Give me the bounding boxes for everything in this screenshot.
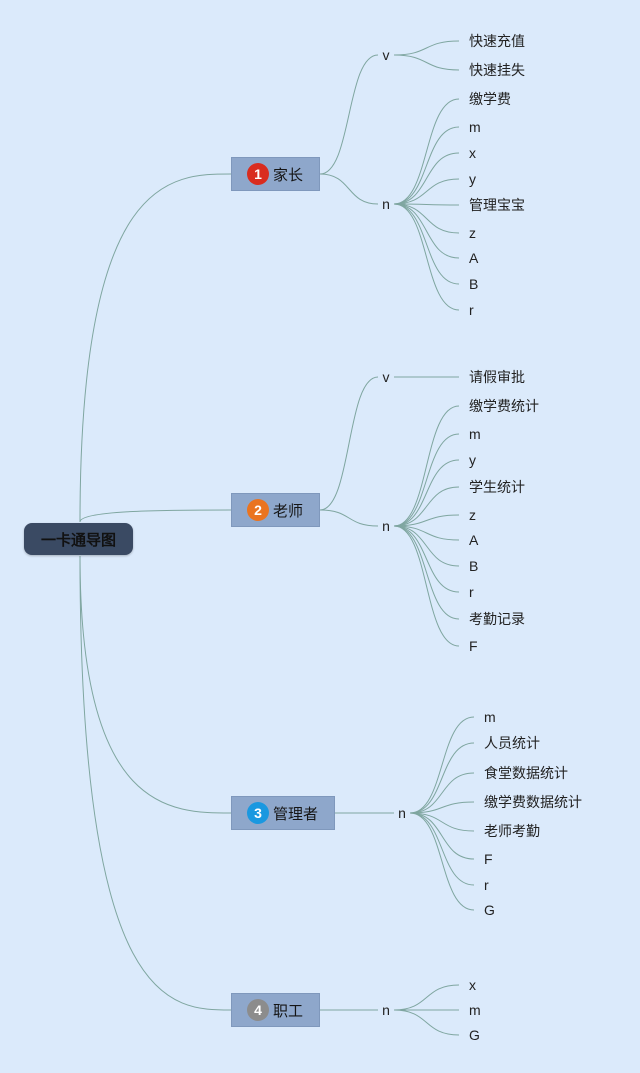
leaf-node[interactable]: r bbox=[469, 584, 474, 600]
connector-parent-n-leaf bbox=[393, 178, 460, 205]
connector-root-to-staff bbox=[79, 555, 232, 1011]
leaf-node[interactable]: z bbox=[469, 507, 476, 523]
root-label: 一卡通导图 bbox=[40, 531, 116, 549]
connector-parent-n-leaf bbox=[393, 203, 460, 311]
leaf-node[interactable]: 考勤记录 bbox=[469, 611, 525, 627]
leaf-node[interactable]: 快速充值 bbox=[469, 33, 525, 49]
branch-label: 职工 bbox=[273, 1002, 304, 1020]
connector-manager-n-leaf bbox=[409, 801, 475, 814]
connector-manager-n-leaf bbox=[409, 716, 475, 814]
connector-staff-n-leaf bbox=[393, 984, 460, 1011]
leaf-node[interactable]: F bbox=[484, 851, 493, 867]
group-label-n[interactable]: n bbox=[382, 518, 390, 534]
leaf-node[interactable]: F bbox=[469, 638, 478, 654]
leaf-node[interactable]: A bbox=[469, 250, 479, 266]
connector-parent-n-leaf bbox=[393, 203, 460, 234]
connector-teacher-n-leaf bbox=[393, 525, 460, 541]
connector-root-to-parent bbox=[79, 173, 232, 523]
leaf-node[interactable]: 缴学费数据统计 bbox=[484, 794, 582, 810]
leaf-node[interactable]: 快速挂失 bbox=[469, 62, 525, 78]
connector-teacher-n-leaf bbox=[393, 525, 460, 567]
leaf-node[interactable]: 人员统计 bbox=[484, 735, 540, 751]
leaf-node[interactable]: x bbox=[469, 145, 476, 161]
connector-parent-n-leaf bbox=[393, 152, 460, 205]
group-label-n[interactable]: n bbox=[382, 1002, 390, 1018]
connector-parent-v-leaf bbox=[393, 54, 460, 71]
connector-manager-n-leaf bbox=[409, 812, 475, 860]
leaf-node[interactable]: m bbox=[484, 709, 496, 725]
leaf-node[interactable]: 学生统计 bbox=[469, 479, 525, 495]
connector-teacher-to-group-n bbox=[319, 509, 379, 527]
leaf-node[interactable]: B bbox=[469, 558, 479, 574]
connector-parent-n-leaf bbox=[393, 126, 460, 205]
connector-parent-n-leaf bbox=[393, 98, 460, 205]
leaf-node[interactable]: A bbox=[469, 532, 479, 548]
root-node[interactable]: 一卡通导图 bbox=[24, 523, 133, 555]
connector-root-to-teacher bbox=[79, 509, 232, 523]
connector-manager-n-leaf bbox=[409, 812, 475, 886]
leaf-node[interactable]: 管理宝宝 bbox=[469, 197, 525, 213]
number-badge-icon: 3 bbox=[247, 802, 269, 824]
connector-teacher-n-leaf bbox=[393, 486, 460, 527]
leaf-node[interactable]: 老师考勤 bbox=[484, 823, 540, 839]
connector-teacher-n-leaf bbox=[393, 433, 460, 527]
leaf-node[interactable]: x bbox=[469, 977, 476, 993]
connector-manager-n-leaf bbox=[409, 812, 475, 911]
branch-label: 管理者 bbox=[273, 805, 319, 823]
connector-teacher-n-leaf bbox=[393, 525, 460, 593]
leaf-node[interactable]: G bbox=[484, 902, 495, 918]
group-label-v[interactable]: v bbox=[382, 47, 390, 63]
connector-manager-n-leaf bbox=[409, 812, 475, 832]
connector-parent-n-leaf bbox=[393, 203, 460, 285]
leaf-node[interactable]: m bbox=[469, 426, 481, 442]
connector-manager-n-leaf bbox=[409, 742, 475, 814]
leaf-node[interactable]: y bbox=[469, 452, 476, 468]
branch-label: 家长 bbox=[273, 166, 304, 184]
leaf-node[interactable]: r bbox=[484, 877, 489, 893]
connector-teacher-to-group-v bbox=[319, 376, 379, 511]
leaf-node[interactable]: y bbox=[469, 171, 476, 187]
connector-parent-to-group-n bbox=[319, 173, 379, 205]
leaf-node[interactable]: 食堂数据统计 bbox=[484, 765, 568, 781]
leaf-node[interactable]: 缴学费统计 bbox=[469, 398, 539, 414]
group-label-n[interactable]: n bbox=[398, 805, 406, 821]
connector-parent-v-leaf bbox=[393, 40, 460, 56]
connector-staff-n-leaf bbox=[393, 1009, 460, 1036]
connector-parent-n-leaf bbox=[393, 203, 460, 259]
connector-parent-to-group-v bbox=[319, 54, 379, 175]
leaf-node[interactable]: m bbox=[469, 1002, 481, 1018]
leaf-node[interactable]: z bbox=[469, 225, 476, 241]
connector-teacher-n-leaf bbox=[393, 525, 460, 647]
leaf-node[interactable]: r bbox=[469, 302, 474, 318]
connector-root-to-manager bbox=[79, 555, 232, 814]
connector-teacher-n-leaf bbox=[393, 514, 460, 527]
connector-teacher-n-leaf bbox=[393, 405, 460, 527]
connector-manager-n-leaf bbox=[409, 772, 475, 814]
number-badge-icon: 1 bbox=[247, 163, 269, 185]
connector-parent-n-leaf bbox=[393, 203, 460, 206]
leaf-node[interactable]: 缴学费 bbox=[469, 91, 511, 107]
group-label-v[interactable]: v bbox=[382, 369, 390, 385]
branch-label: 老师 bbox=[273, 502, 304, 520]
leaf-node[interactable]: m bbox=[469, 119, 481, 135]
group-label-n[interactable]: n bbox=[382, 196, 390, 212]
number-badge-icon: 2 bbox=[247, 499, 269, 521]
leaf-node[interactable]: B bbox=[469, 276, 479, 292]
leaf-node[interactable]: G bbox=[469, 1027, 480, 1043]
leaf-node[interactable]: 请假审批 bbox=[469, 369, 525, 385]
connector-teacher-n-leaf bbox=[393, 459, 460, 527]
number-badge-icon: 4 bbox=[247, 999, 269, 1021]
